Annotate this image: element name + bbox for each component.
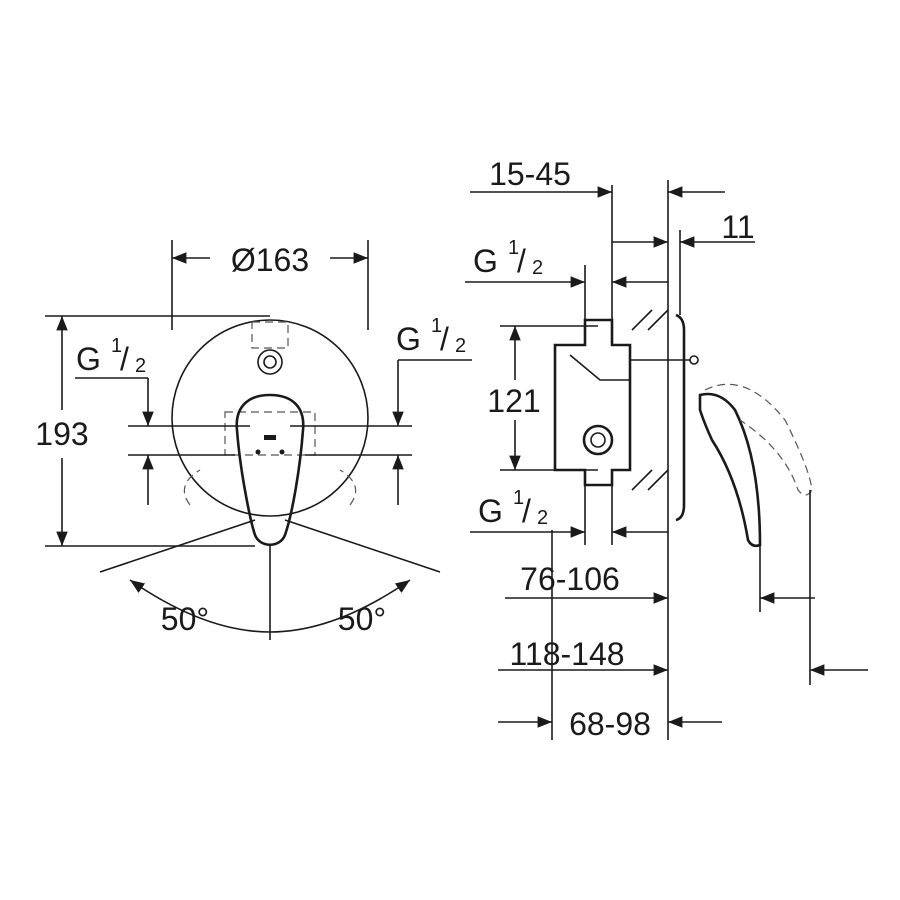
- dim-b-label: 118-148: [509, 636, 624, 672]
- svg-text:2: 2: [537, 507, 548, 529]
- svg-text:/: /: [522, 493, 531, 529]
- front-view: Ø163 193 G 1 / 2 G 1 / 2: [35, 240, 472, 640]
- thread-label-right: G 1 / 2: [396, 315, 466, 357]
- svg-text:/: /: [440, 321, 449, 357]
- svg-text:1: 1: [431, 315, 442, 337]
- svg-text:G: G: [396, 321, 421, 357]
- thread-label-left: G 1 / 2: [76, 335, 146, 377]
- height-label: 193: [35, 416, 88, 452]
- svg-text:G: G: [76, 341, 101, 377]
- valve-body-hidden: [251, 321, 289, 349]
- plate-thickness-label: 11: [721, 209, 754, 245]
- svg-text:2: 2: [455, 335, 466, 357]
- valve-body: [553, 318, 632, 487]
- svg-text:1: 1: [508, 237, 519, 259]
- svg-text:/: /: [120, 341, 129, 377]
- side-view: 15-45 11 G 1 / 2 121 G 1 / 2: [465, 156, 868, 742]
- svg-text:G: G: [473, 243, 498, 279]
- svg-text:1: 1: [111, 335, 122, 357]
- diameter-label: Ø163: [231, 242, 309, 278]
- dim-a-label: 76-106: [520, 561, 620, 597]
- svg-text:2: 2: [532, 257, 543, 279]
- angle-right-label: 50°: [338, 601, 386, 637]
- thread-label-top: G 1 / 2: [473, 237, 543, 279]
- cover-plate: [675, 313, 686, 522]
- depth-range-label: 15-45: [489, 156, 571, 192]
- thread-label-bottom: G 1 / 2: [478, 487, 548, 529]
- rosette-outline: [171, 319, 369, 517]
- angle-left-label: 50°: [161, 601, 209, 637]
- svg-text:/: /: [517, 243, 526, 279]
- lever-handle-side: [698, 392, 762, 548]
- spacing-label: 121: [487, 383, 540, 419]
- svg-text:G: G: [478, 493, 503, 529]
- svg-text:2: 2: [135, 355, 146, 377]
- lever-handle: [235, 393, 305, 547]
- svg-text:1: 1: [513, 487, 524, 509]
- dim-c-label: 68-98: [569, 706, 651, 742]
